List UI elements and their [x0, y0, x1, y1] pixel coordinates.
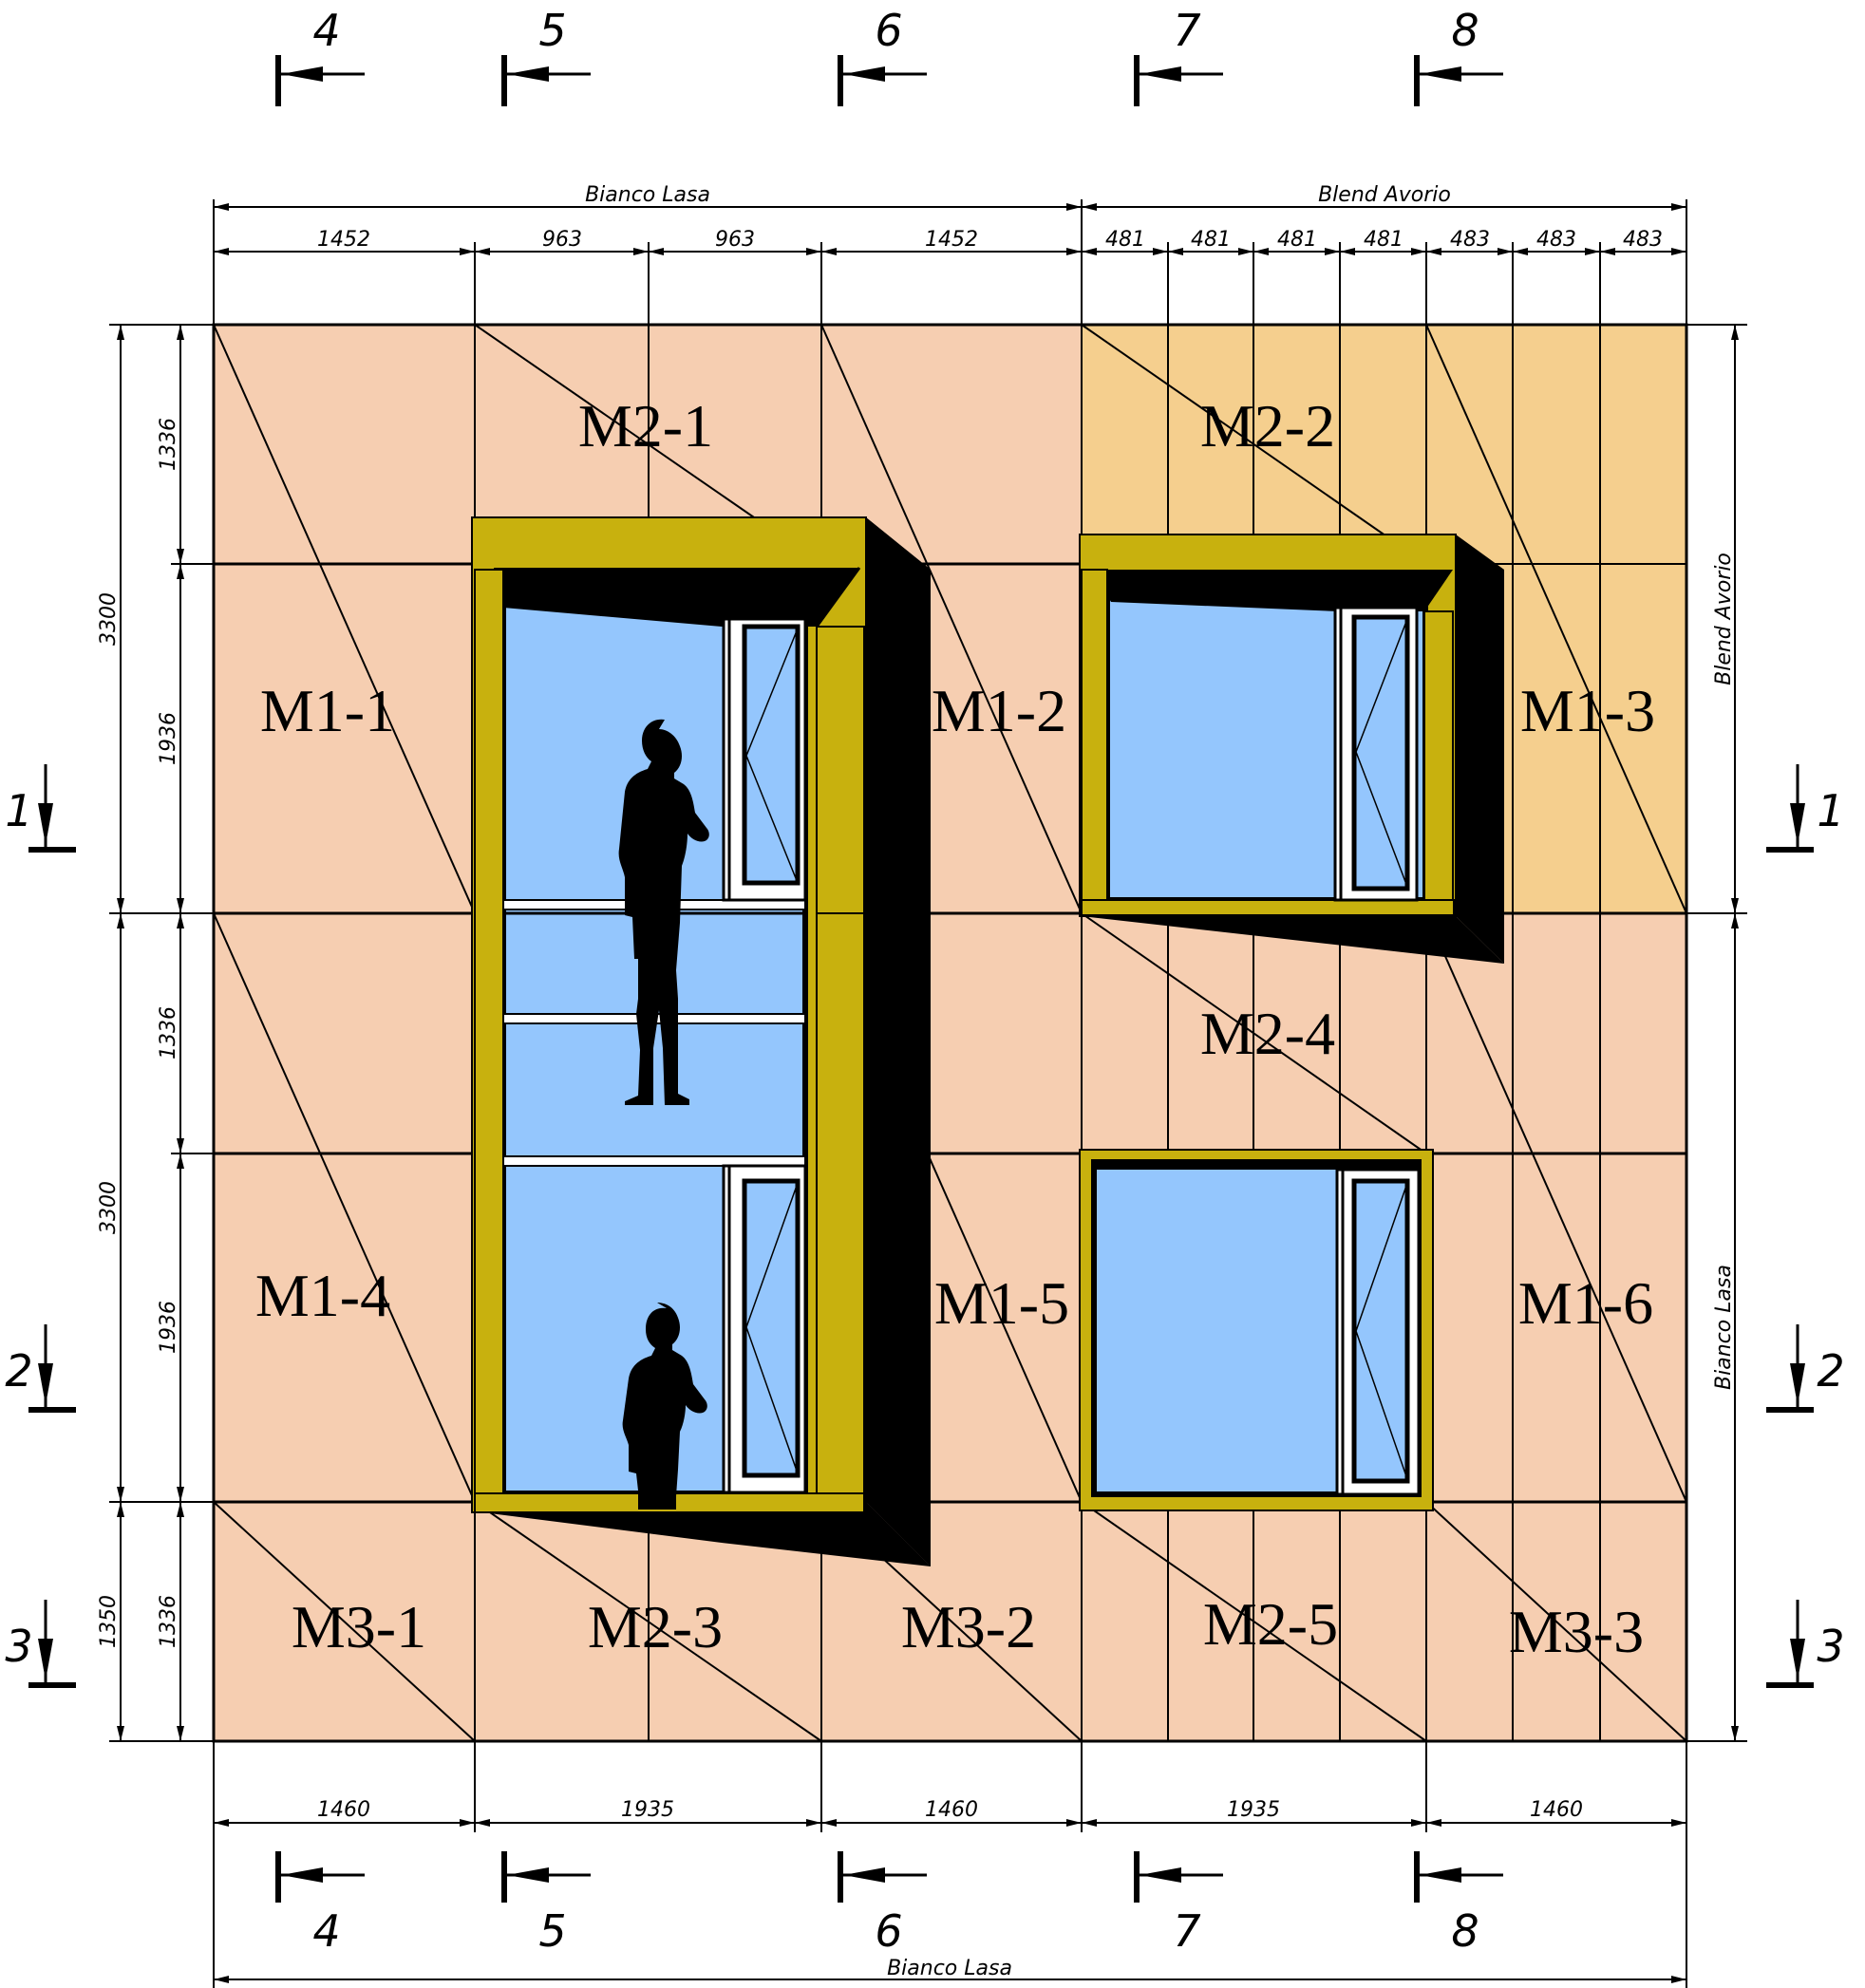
facade-outline [212, 323, 1688, 1743]
section-arrow-icon [28, 1600, 76, 1688]
section-number: 3 [5, 1621, 32, 1672]
dimension-value: 1452 [317, 228, 370, 252]
dimension-value: 1936 [157, 1301, 180, 1354]
section-number: 6 [875, 1905, 902, 1957]
dimension-value: 481 [1191, 228, 1231, 252]
dimension-value: 963 [542, 228, 582, 252]
dimension-value: 481 [1364, 228, 1403, 252]
panel-label: M2-4 [1200, 1000, 1335, 1067]
dimension-value: 481 [1277, 228, 1317, 252]
section-number: 8 [1451, 5, 1479, 56]
dimension-value: 1336 [157, 1595, 180, 1648]
section-arrow-icon [838, 55, 927, 106]
dimension-value: 3300 [97, 592, 121, 646]
section-markers-left: 1 2 3 [5, 764, 76, 1688]
section-arrow-icon [275, 1851, 365, 1903]
material-caption: Blend Avorio [1712, 553, 1736, 685]
section-arrow-icon [1414, 1851, 1503, 1903]
section-arrow-icon [501, 55, 591, 106]
section-markers-bottom: 4 5 6 7 8 [275, 1851, 1503, 1957]
section-arrow-icon [501, 1851, 591, 1903]
dimension-value: 963 [715, 228, 755, 252]
section-arrow-icon [28, 1324, 76, 1413]
section-arrow-icon [1134, 1851, 1223, 1903]
panel-label: M2-3 [588, 1593, 723, 1660]
dimension-value: 3300 [97, 1181, 121, 1234]
tall-window-box [471, 516, 931, 1566]
right-dimensions: Blend Avorio Bianco Lasa [1686, 324, 1747, 1742]
section-markers-right: 1 2 3 [1766, 764, 1845, 1688]
section-number: 4 [312, 1905, 340, 1957]
material-caption: Bianco Lasa [887, 1957, 1012, 1980]
section-arrow-icon [838, 1851, 927, 1903]
panel-label: M1-3 [1520, 677, 1655, 744]
dimension-value: 1935 [621, 1798, 674, 1822]
section-number: 2 [1817, 1345, 1844, 1397]
dimension-value: 483 [1536, 228, 1576, 252]
panel-labels: M2-1 M2-2 M1-1 M1-2 M1-3 M2-4 M1-4 M1-5 … [255, 392, 1655, 1665]
bottom-dimensions: 1460 1935 1460 1935 1460 Bianco Lasa [213, 1741, 1687, 1988]
panel-label: M1-5 [934, 1269, 1069, 1337]
section-arrow-icon [275, 55, 365, 106]
section-number: 6 [875, 5, 902, 56]
material-caption: Bianco Lasa [1712, 1265, 1736, 1390]
section-arrow-icon [1766, 764, 1814, 853]
panel-label: M3-3 [1509, 1598, 1644, 1665]
dimension-value: 1350 [97, 1595, 121, 1648]
panel-label: M2-5 [1203, 1590, 1338, 1658]
material-caption: Bianco Lasa [585, 183, 710, 207]
dimension-value: 1460 [1530, 1798, 1583, 1822]
lower-right-window [1079, 1149, 1434, 1511]
dimension-value: 483 [1450, 228, 1490, 252]
upper-right-window-box [1079, 534, 1504, 964]
dimension-value: 1336 [157, 418, 180, 471]
section-number: 4 [312, 5, 340, 56]
top-dimensions: Bianco Lasa Blend Avorio 1452 963 963 14… [213, 183, 1687, 325]
panel-label: M2-2 [1200, 392, 1335, 459]
panel-label: M1-6 [1518, 1269, 1653, 1337]
left-dimensions: 3300 3300 1350 1336 1936 1336 1936 1336 [97, 324, 214, 1742]
section-number: 5 [538, 1905, 566, 1957]
section-number: 7 [1173, 5, 1200, 56]
dimension-value: 1460 [925, 1798, 978, 1822]
section-arrow-icon [1134, 55, 1223, 106]
facade-wall [214, 325, 1686, 1741]
section-number: 1 [1817, 785, 1844, 836]
section-arrow-icon [28, 764, 76, 853]
dimension-value: 481 [1105, 228, 1145, 252]
section-arrow-icon [1414, 55, 1503, 106]
section-arrow-icon [1766, 1600, 1814, 1688]
tall-window-head-shadow [494, 568, 859, 627]
section-number: 3 [1817, 1621, 1844, 1672]
dimension-value: 483 [1623, 228, 1663, 252]
panel-label: M2-1 [578, 392, 713, 459]
panel-label: M3-1 [292, 1593, 426, 1660]
section-number: 1 [5, 785, 32, 836]
section-markers-top: 4 5 6 7 8 [275, 5, 1503, 106]
person-silhouette-icon [618, 719, 709, 1105]
material-caption: Blend Avorio [1318, 183, 1451, 207]
section-number: 7 [1173, 1905, 1200, 1957]
person-silhouette-icon [622, 1303, 707, 1510]
dimension-value: 1336 [157, 1006, 180, 1060]
section-number: 2 [5, 1345, 32, 1397]
dimension-value: 1936 [157, 712, 180, 765]
section-arrow-icon [1766, 1324, 1814, 1413]
dimension-value: 1935 [1227, 1798, 1280, 1822]
dimension-value: 1460 [317, 1798, 370, 1822]
panel-label: M1-4 [255, 1262, 390, 1329]
panel-label: M1-1 [260, 677, 395, 744]
panel-label: M1-2 [932, 677, 1066, 744]
dimension-value: 1452 [925, 228, 978, 252]
section-number: 5 [538, 5, 566, 56]
section-number: 8 [1451, 1905, 1479, 1957]
panel-label: M3-2 [901, 1593, 1036, 1660]
